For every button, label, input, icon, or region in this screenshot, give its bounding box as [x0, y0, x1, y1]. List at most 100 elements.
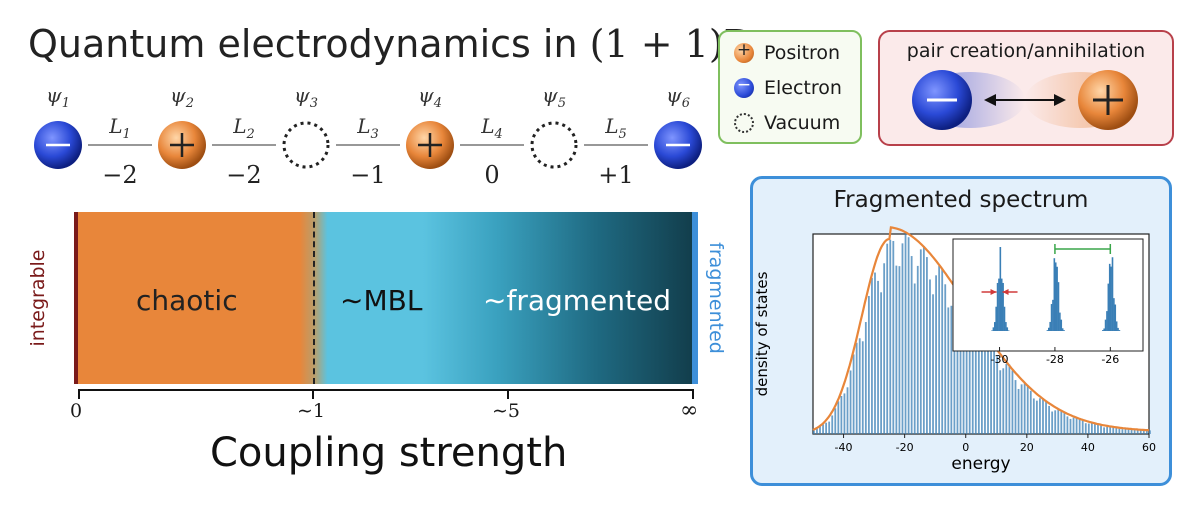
region-chaotic: chaotic [136, 284, 238, 317]
x-tick-label: 40 [1081, 441, 1095, 454]
histogram-bar [861, 341, 864, 434]
inset-bar [1060, 319, 1063, 331]
histogram-bar [1087, 423, 1090, 434]
inset-tick-label: -30 [991, 353, 1009, 366]
pair-diagram [912, 70, 1138, 130]
histogram-bar [944, 284, 947, 434]
arrow-head [990, 289, 997, 295]
link-label: L5 [604, 114, 627, 142]
histogram-bar [837, 401, 840, 434]
inset-bar [998, 278, 1000, 331]
histogram-bar [855, 342, 858, 434]
histogram-bar [892, 240, 895, 434]
legend: + Positron − Electron Vacuum [718, 30, 862, 144]
histogram-bar [935, 275, 937, 434]
histogram-bar [1081, 420, 1084, 434]
inset-bar [994, 322, 996, 331]
inset-bar [1102, 330, 1104, 331]
histogram-bar [819, 426, 821, 434]
region-mbl: ∼MBL [340, 284, 423, 317]
histogram-bar [1106, 426, 1109, 434]
histogram-bar [993, 345, 996, 434]
histogram-bar [1045, 401, 1047, 434]
tick-label: 0 [70, 400, 83, 422]
histogram-bar [950, 305, 953, 434]
spectrum-title: Fragmented spectrum [833, 187, 1089, 213]
inset-bar [1006, 327, 1009, 331]
inset-bar [1103, 328, 1105, 331]
histogram-bar [846, 387, 849, 434]
fragmented-edge [692, 212, 698, 384]
inset-bar [1110, 266, 1112, 331]
histogram-bar [1133, 429, 1136, 434]
inset-bar [1111, 257, 1114, 331]
region-fragmented: ∼fragmented [483, 284, 671, 317]
inset-bar [1046, 330, 1049, 331]
link-value: 0 [484, 161, 499, 189]
histogram-bar [1042, 398, 1044, 434]
inset-bar [1007, 330, 1010, 331]
histogram-bar [1035, 400, 1038, 434]
inset-bar [1056, 266, 1058, 331]
histogram-bar [953, 292, 956, 434]
histogram-bar [1054, 410, 1057, 434]
inset-bar [1049, 321, 1051, 331]
histogram-bar [974, 317, 977, 434]
inset-bar [992, 327, 995, 331]
histogram-bar [922, 245, 925, 434]
transition-line [313, 212, 315, 384]
histogram-bar [999, 370, 1002, 434]
histogram-bar [849, 370, 852, 434]
inset-bar [995, 306, 997, 331]
histogram-bar [962, 314, 965, 434]
histogram-bar [858, 338, 861, 434]
link-value: +1 [598, 161, 633, 189]
histogram-bar [1072, 417, 1075, 434]
inset-bar [1052, 299, 1054, 331]
inset-bar [1118, 330, 1121, 331]
histogram-bar [981, 344, 983, 434]
arrow-head [1002, 289, 1009, 295]
x-tick-label: -40 [835, 441, 853, 454]
histogram-bar [1014, 380, 1017, 434]
histogram-bar [1008, 364, 1011, 434]
legend-label: Positron [764, 42, 841, 64]
histogram-bar [1075, 417, 1078, 434]
link-value: −1 [350, 161, 385, 189]
coupling-axis [78, 389, 694, 391]
histogram-bar [990, 340, 992, 434]
histogram-bar [1149, 430, 1151, 434]
inset-bar [1002, 282, 1004, 331]
histogram-bar [904, 232, 907, 434]
pair-title: pair creation/annihilation [906, 40, 1146, 62]
histogram-bar [898, 266, 901, 434]
legend-item-positron: + Positron [734, 40, 841, 64]
histogram-bar [929, 279, 931, 434]
site-label: ψ4 [418, 83, 442, 111]
arrow-head-left [984, 94, 996, 106]
histogram-bar [1005, 363, 1008, 434]
tick-mark [507, 389, 509, 399]
histogram-bar [1078, 418, 1081, 434]
histogram-bar [1124, 428, 1127, 434]
histogram-bar [886, 243, 889, 434]
histogram-bar [1115, 427, 1118, 434]
histogram-bar [825, 422, 828, 434]
histogram-bar [916, 265, 919, 434]
histogram-bar [1017, 388, 1020, 434]
tick-mark [312, 389, 314, 399]
histogram-bar [880, 292, 882, 434]
inset-bar [1113, 298, 1115, 331]
inset-bar [1050, 304, 1053, 331]
histogram-bar [1063, 412, 1066, 434]
tick-label: ∼5 [492, 400, 521, 422]
histogram-bar [1097, 424, 1099, 434]
histogram-bar [1139, 430, 1142, 434]
tick-mark [692, 389, 694, 399]
histogram-bar [1002, 368, 1005, 434]
histogram-bar [1130, 428, 1133, 434]
histogram-bar [883, 263, 886, 434]
inset-bar [1005, 322, 1007, 331]
link-label: L2 [232, 114, 255, 142]
histogram-bar [828, 421, 831, 434]
